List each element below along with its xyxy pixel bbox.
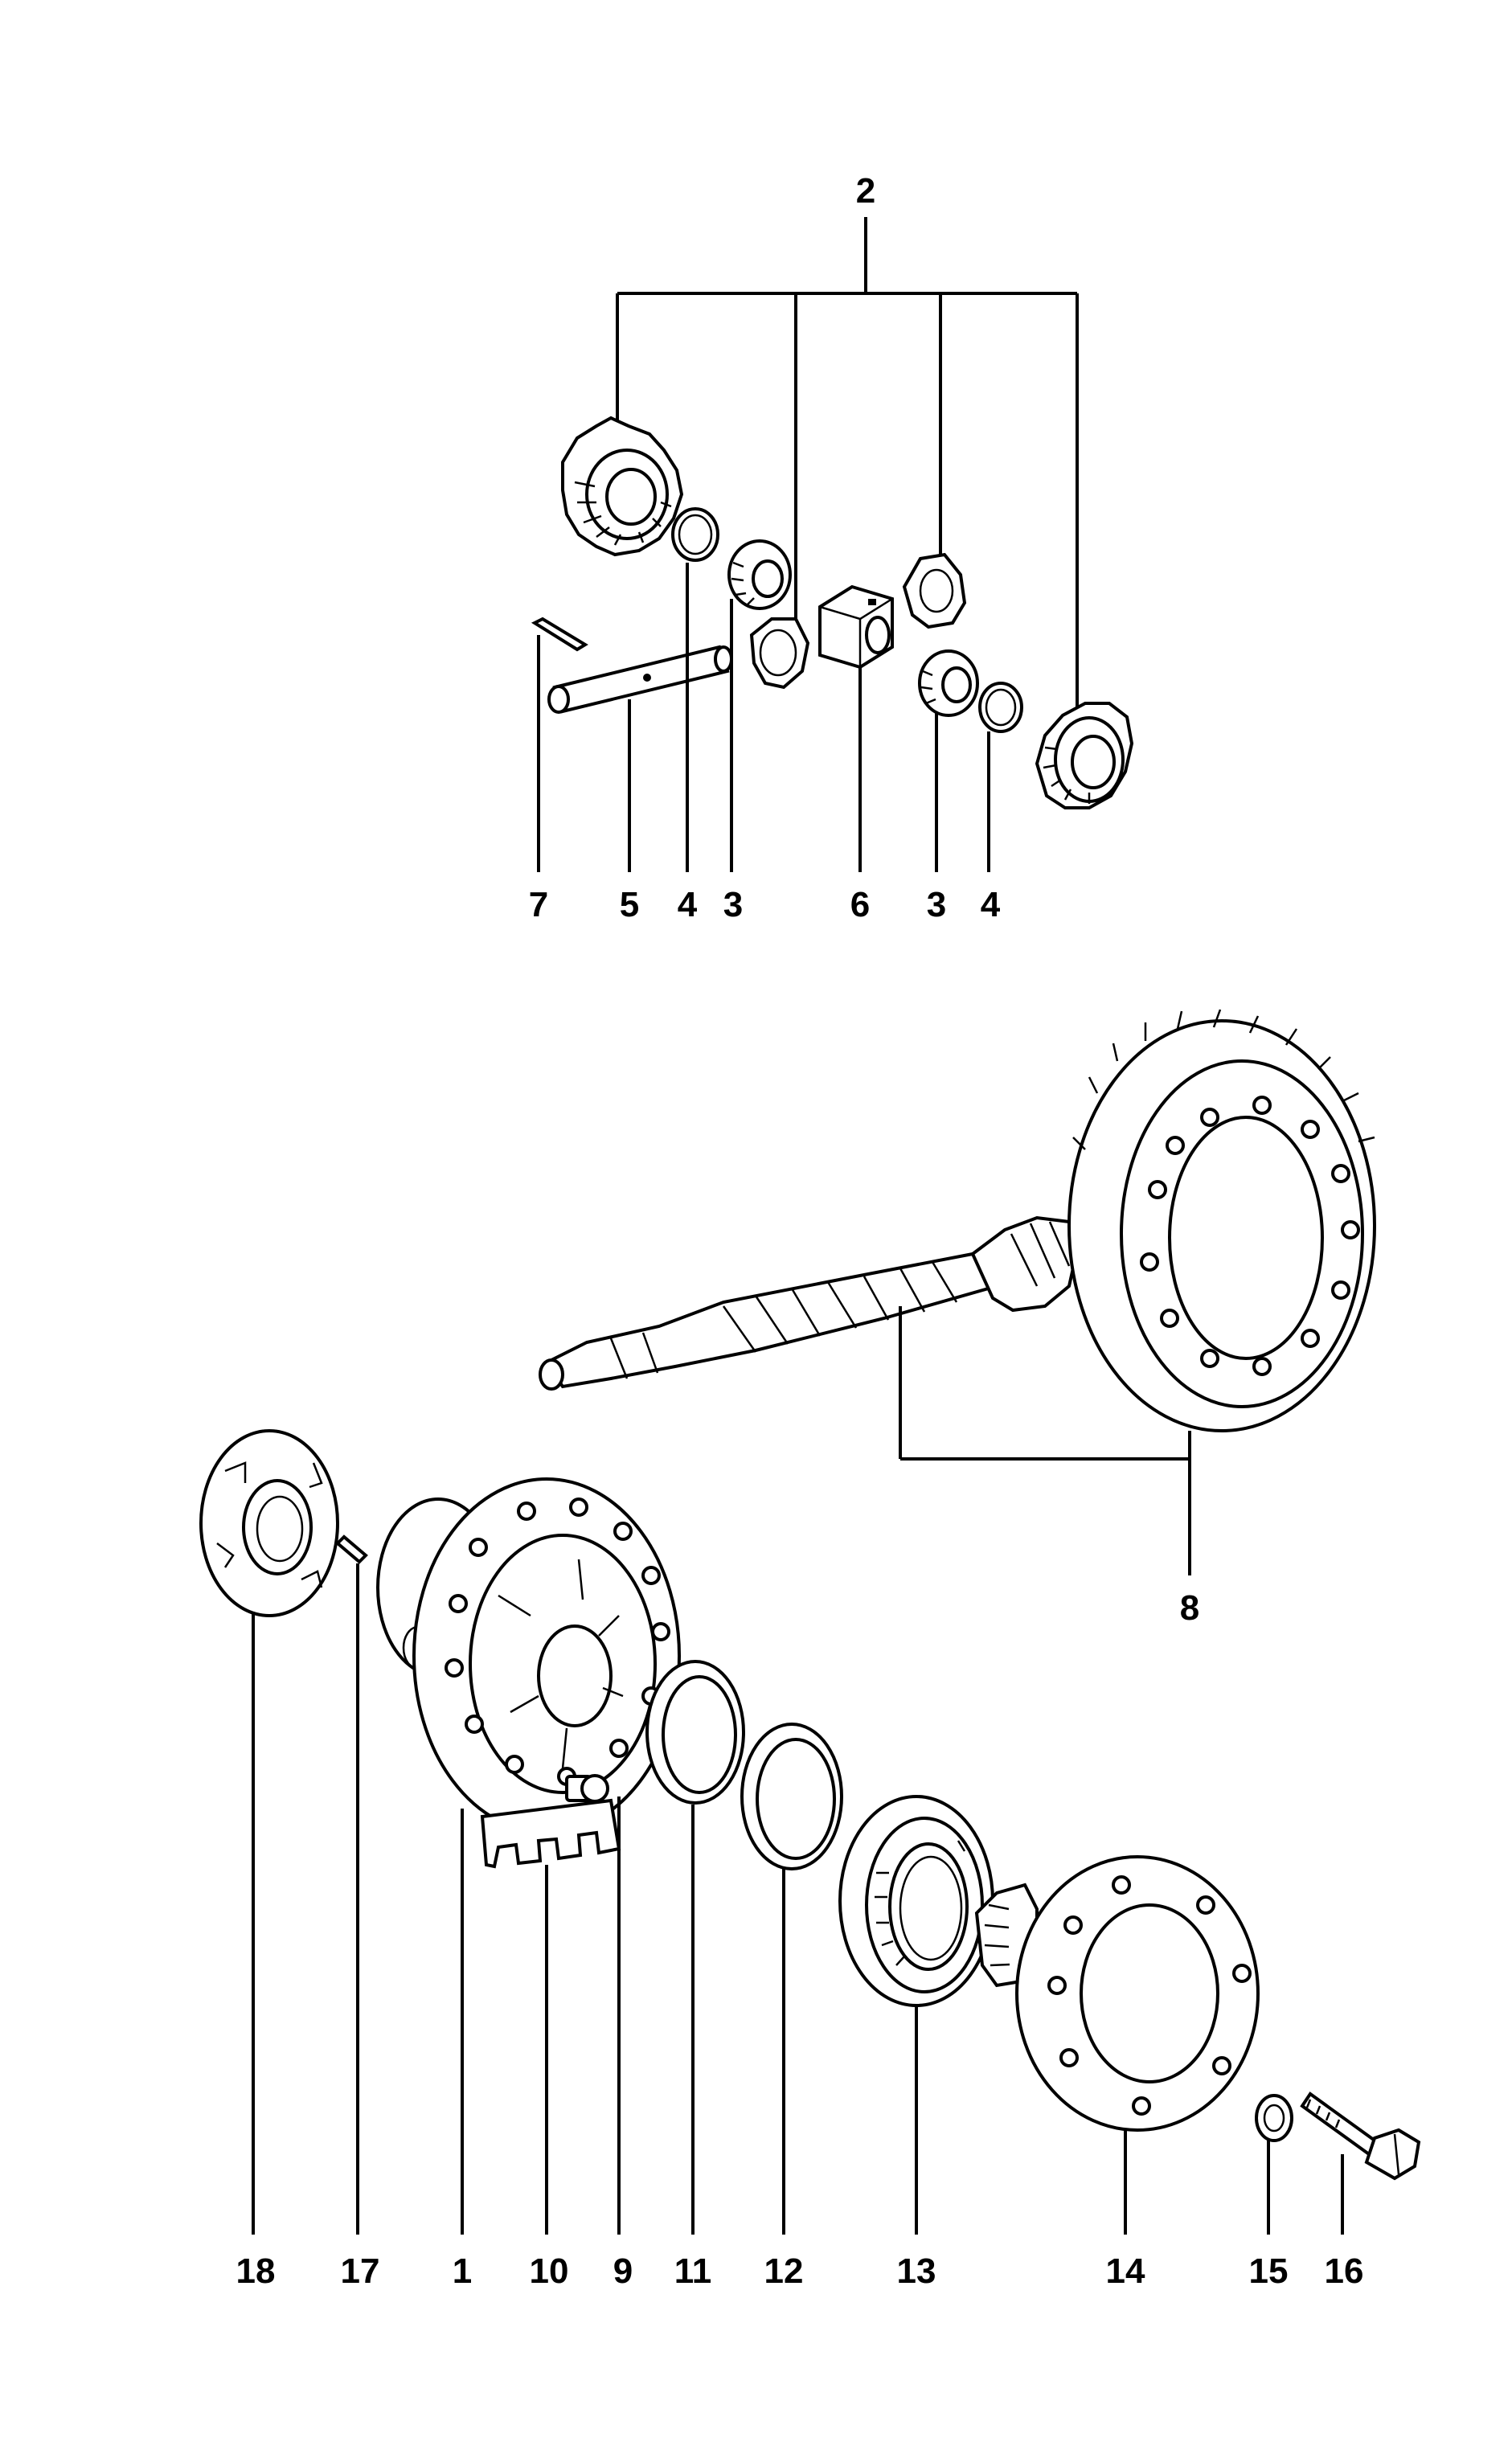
pinion-gear-left (727, 539, 792, 610)
pinion-shaft (547, 645, 733, 714)
lock-pin (531, 617, 588, 652)
callout-12: 12 (764, 2251, 804, 2291)
flange-bolt-holes (1047, 1875, 1252, 2116)
callout-5: 5 (620, 885, 639, 924)
callout-18: 18 (236, 2251, 276, 2291)
callout-6: 6 (850, 885, 870, 924)
differential-case-group: 18 17 1 10 9 11 12 13 14 15 16 (199, 1429, 1421, 2291)
lock-washer (1255, 2094, 1293, 2142)
lock-plate (480, 1798, 621, 1869)
callout-17: 17 (341, 2251, 380, 2291)
callout-1: 1 (453, 2251, 472, 2291)
callout-bracket-8 (899, 1306, 1191, 1575)
callout-4-left: 4 (678, 885, 698, 924)
deflector-plate (199, 1429, 339, 1617)
spacer-block (818, 584, 894, 670)
callout-15: 15 (1249, 2251, 1289, 2291)
tapered-roller-bearing (838, 1795, 994, 2007)
pinion-gear-right (918, 649, 979, 717)
hex-bolt (1300, 2092, 1421, 2181)
callout-11: 11 (674, 2251, 712, 2291)
plug-screw (565, 1774, 609, 1803)
callout-bracket-2 (616, 217, 1079, 723)
case-bolt-holes (445, 1497, 670, 1786)
side-gear-right (1035, 702, 1134, 809)
differential-gear-set: 2 7 5 4 3 6 3 4 (529, 171, 1134, 924)
differential-case (376, 1477, 681, 1834)
callout-2: 2 (856, 171, 875, 211)
callout-7: 7 (529, 885, 548, 924)
callout-16: 16 (1325, 2251, 1364, 2291)
ring-gear-bolt-holes (1140, 1096, 1360, 1376)
callout-13: 13 (897, 2251, 936, 2291)
callout-3-left: 3 (723, 885, 743, 924)
callout-14: 14 (1106, 2251, 1145, 2291)
ring-gear (1067, 1009, 1376, 1432)
side-gear-left (561, 416, 684, 557)
drive-flange (974, 1855, 1260, 2132)
callout-4-right: 4 (981, 885, 1001, 924)
callout-10: 10 (530, 2251, 569, 2291)
callout-8: 8 (1180, 1588, 1199, 1628)
spacer-ring (740, 1723, 843, 1870)
ring-and-pinion-set: 8 (539, 1009, 1376, 1628)
pinion-bevel-left (749, 617, 810, 690)
pinion-shaft-splined (539, 1215, 1080, 1391)
shim-ring (645, 1660, 745, 1805)
leaders-upper (537, 563, 990, 872)
callout-9: 9 (613, 2251, 633, 2291)
callout-3-right: 3 (927, 885, 946, 924)
dowel-pin (335, 1534, 368, 1564)
leaders-lower (252, 1563, 1344, 2235)
pinion-bevel-right (902, 552, 967, 629)
